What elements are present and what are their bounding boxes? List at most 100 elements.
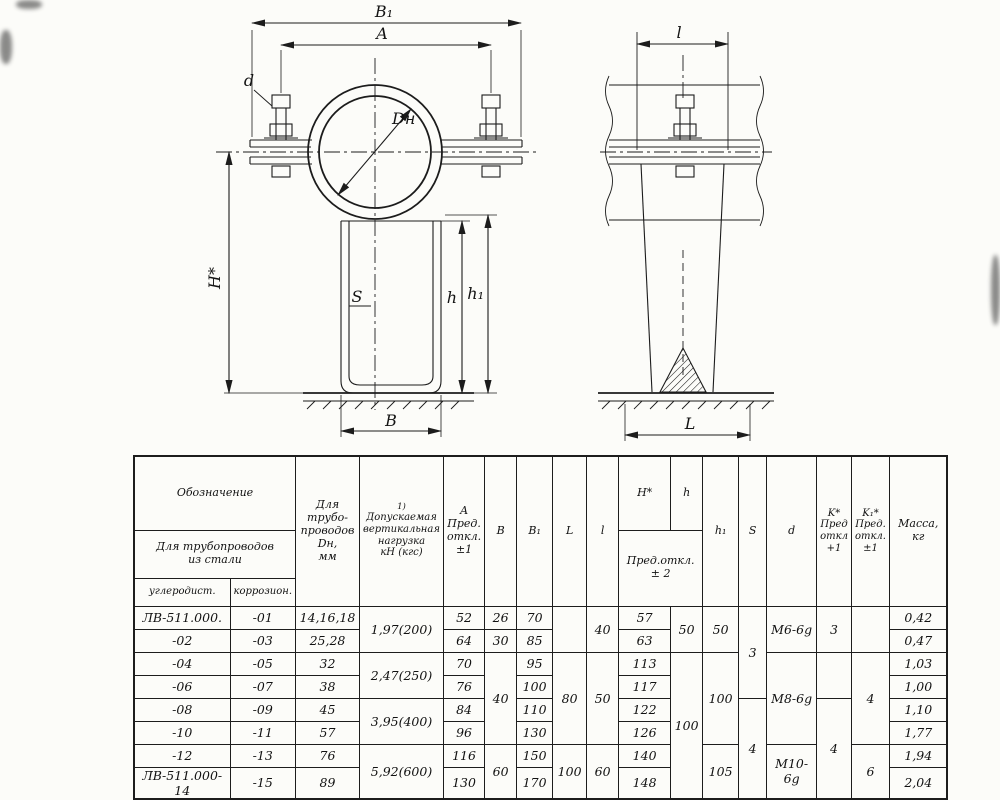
table-cell: [816, 651, 852, 699]
table-cell: М6-6g: [766, 605, 818, 653]
dim-label-d: d: [244, 71, 254, 90]
header-cell: l: [586, 455, 620, 607]
table-cell: 130: [442, 766, 486, 799]
table-cell: [850, 605, 890, 653]
table-cell: 100: [670, 651, 704, 799]
table-cell: -13: [229, 743, 296, 768]
table-cell: -02: [133, 628, 231, 653]
table-cell: 3: [816, 605, 852, 653]
table-cell: 85: [516, 628, 554, 653]
table-cell: 45: [295, 697, 360, 722]
table-cell: 2,47(250): [359, 651, 444, 699]
header-cell: h: [670, 455, 704, 531]
dim-label-dn: Dн: [391, 109, 415, 128]
table-cell: -05: [229, 651, 296, 676]
table-cell: 3,95(400): [359, 697, 444, 745]
table-cell: 84: [442, 697, 486, 722]
table-cell: 1,03: [888, 651, 948, 676]
table-cell: 95: [516, 651, 554, 676]
table-cell: -09: [229, 697, 296, 722]
table-cell: 2,04: [888, 766, 948, 799]
header-cell: Обозначение: [133, 455, 296, 531]
table-cell: 40: [484, 651, 518, 745]
table-cell: 148: [618, 766, 672, 799]
break-line-left: [605, 75, 613, 227]
table-cell: 1,77: [888, 720, 948, 745]
table-cell: 89: [295, 766, 360, 799]
table-cell: 3: [738, 605, 768, 699]
header-cell: H*: [618, 455, 672, 531]
table-cell: -11: [229, 720, 296, 745]
table-cell: -07: [229, 674, 296, 699]
scan-artifact: [0, 30, 12, 64]
dim-label-h: h: [447, 288, 457, 307]
table-cell: 76: [295, 743, 360, 768]
header-cell: B: [484, 455, 518, 607]
table-cell: 76: [442, 674, 486, 699]
table-cell: 1,97(200): [359, 605, 444, 653]
table-cell: -06: [133, 674, 231, 699]
dimension-labels: B₁ A d Dн H* S h h₁ B l L: [205, 2, 695, 433]
table-cell: 122: [618, 697, 672, 722]
table-cell: 80: [552, 651, 588, 745]
table-cell: 30: [484, 628, 518, 653]
table-cell: 126: [618, 720, 672, 745]
table-cell: 117: [618, 674, 672, 699]
pipe-outline: [318, 95, 432, 209]
leg-outer: [340, 221, 442, 394]
table-cell: М10-6g: [766, 743, 818, 799]
table-cell: ЛВ-511.000-14: [133, 766, 231, 799]
dim-label-h1: h₁: [467, 284, 484, 303]
table-cell: -15: [229, 766, 296, 799]
table-cell: 1,00: [888, 674, 948, 699]
dim-label-s: S: [352, 287, 363, 306]
table-cell: 100: [552, 743, 588, 799]
dim-label-l-small: l: [676, 23, 681, 42]
table-cell: -01: [229, 605, 296, 630]
header-cell: углеродист.: [133, 577, 231, 607]
table-cell: 60: [586, 743, 620, 799]
clamp-outer-ring: [307, 84, 443, 220]
table-cell: 140: [618, 743, 672, 768]
table-cell: -10: [133, 720, 231, 745]
table-cell: 57: [295, 720, 360, 745]
front-view: [216, 19, 540, 437]
table-cell: 150: [516, 743, 554, 768]
table-cell: -08: [133, 697, 231, 722]
table-cell: 4: [816, 697, 852, 799]
table-cell: 40: [586, 605, 620, 653]
table-cell: 5,92(600): [359, 743, 444, 799]
header-cell: коррозион.: [229, 577, 296, 607]
header-cell: K₁*Пред.откл.±1: [850, 455, 890, 607]
header-cell: Пред.откл.± 2: [618, 529, 704, 607]
table-cell: 130: [516, 720, 554, 745]
table-cell: -03: [229, 628, 296, 653]
table-cell: 100: [702, 651, 740, 745]
table-cell: 38: [295, 674, 360, 699]
scan-artifact: [991, 255, 1000, 325]
table-cell: 1,10: [888, 697, 948, 722]
dim-label-a: A: [374, 24, 388, 43]
table-cell: 63: [618, 628, 672, 653]
header-cell: B₁: [516, 455, 554, 607]
leg-inner: [348, 221, 434, 386]
table-cell: 4: [850, 651, 890, 745]
header-cell: L: [552, 455, 588, 607]
table-cell: 105: [702, 743, 740, 799]
table-cell: 50: [586, 651, 620, 745]
dim-label-l-big: L: [684, 414, 696, 433]
table-cell: 96: [442, 720, 486, 745]
table-cell: 25,28: [295, 628, 360, 653]
break-line-right: [756, 75, 764, 227]
